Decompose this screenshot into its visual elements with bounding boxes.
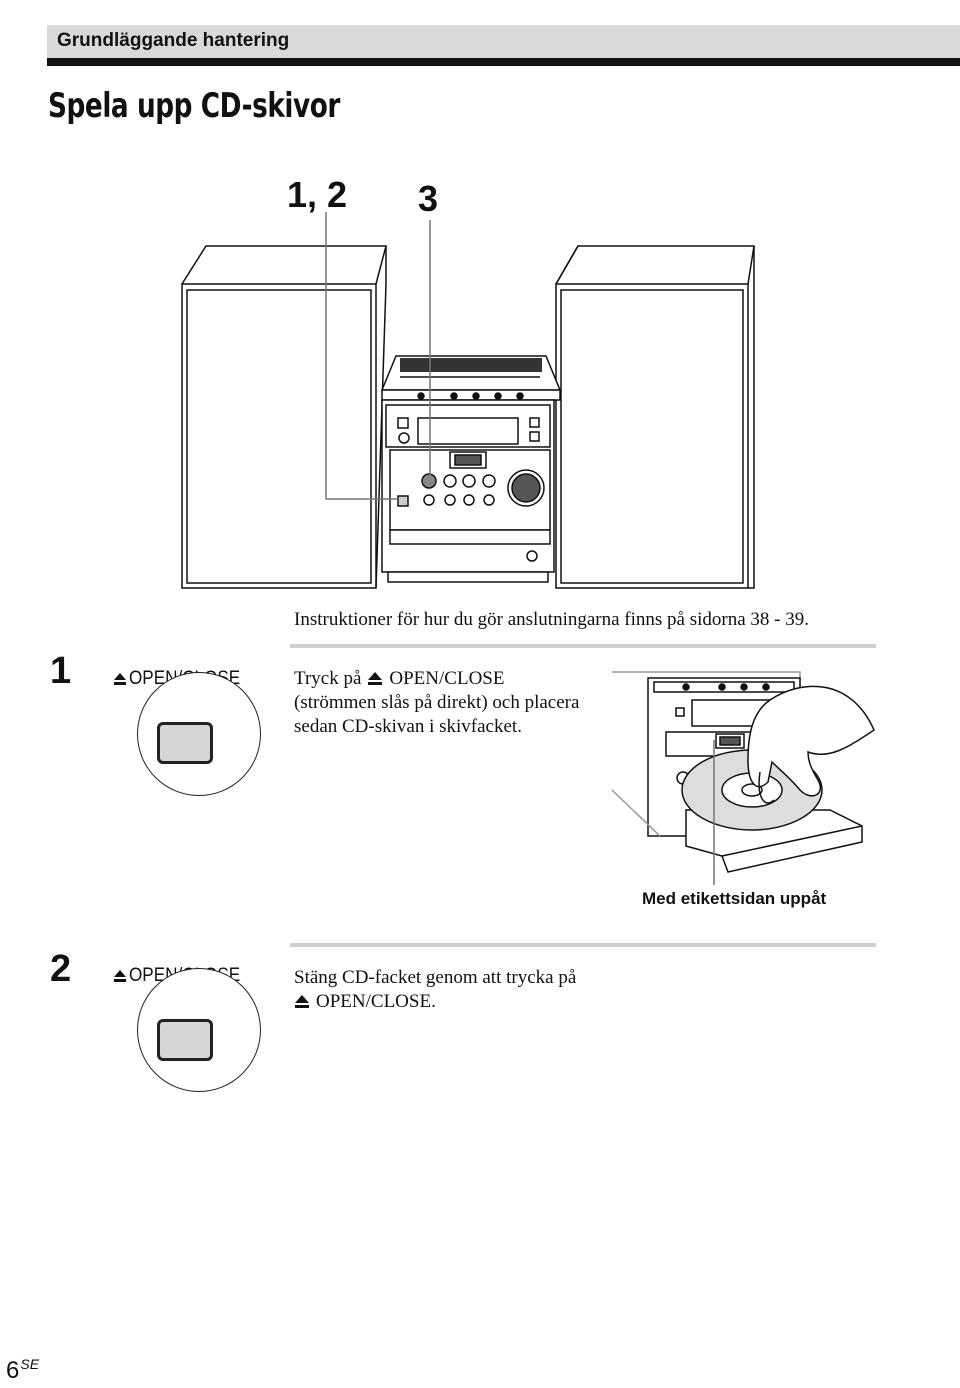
- step-2-rule: [290, 943, 876, 947]
- page-number-suffix: SE: [20, 1356, 40, 1372]
- step-2-number: 2: [50, 948, 72, 990]
- step-2-open-close-button[interactable]: [157, 1019, 213, 1061]
- step-1-number: 1: [50, 650, 72, 692]
- section-header-bar: [47, 25, 960, 60]
- step-2-text-line-1: Stäng CD-facket genom att trycka på: [294, 967, 577, 988]
- step-1-rule: [290, 644, 876, 648]
- page-number: 6SE: [6, 1356, 39, 1385]
- connection-note: Instruktioner för hur du gör anslutninga…: [294, 609, 810, 630]
- step-2-instructions: Stäng CD-facket genom att trycka på OPEN…: [294, 966, 654, 1014]
- illustration-caption: Med etikettsidan uppåt: [642, 889, 827, 908]
- step-1-instructions: Tryck på OPEN/CLOSE (strömmen slås på di…: [294, 667, 624, 739]
- step-2-text-line-2: OPEN/CLOSE.: [316, 991, 436, 1012]
- page-number-value: 6: [6, 1357, 20, 1384]
- step-1-text-line-1: OPEN/CLOSE: [389, 668, 505, 689]
- page-title: Spela upp CD-skivor: [48, 86, 340, 126]
- callout-step-3: 3: [418, 178, 439, 219]
- cd-insertion-illustration: [611, 671, 875, 885]
- step-1-text-prefix: Tryck på: [294, 668, 362, 689]
- section-title: Grundläggande hantering: [57, 30, 290, 51]
- step-1-text-line-2: (strömmen slås på direkt) och placera: [294, 692, 580, 713]
- eject-icon: [114, 673, 126, 685]
- eject-icon: [368, 672, 383, 685]
- step-1-open-close-button[interactable]: [157, 722, 213, 764]
- callout-steps-1-2: 1, 2: [287, 174, 348, 215]
- step-1-text-line-3: sedan CD-skivan i skivfacket.: [294, 716, 522, 737]
- eject-icon: [114, 970, 126, 982]
- stereo-system-illustration: [181, 212, 755, 589]
- section-header-rule: [47, 58, 960, 66]
- eject-icon: [295, 995, 309, 1008]
